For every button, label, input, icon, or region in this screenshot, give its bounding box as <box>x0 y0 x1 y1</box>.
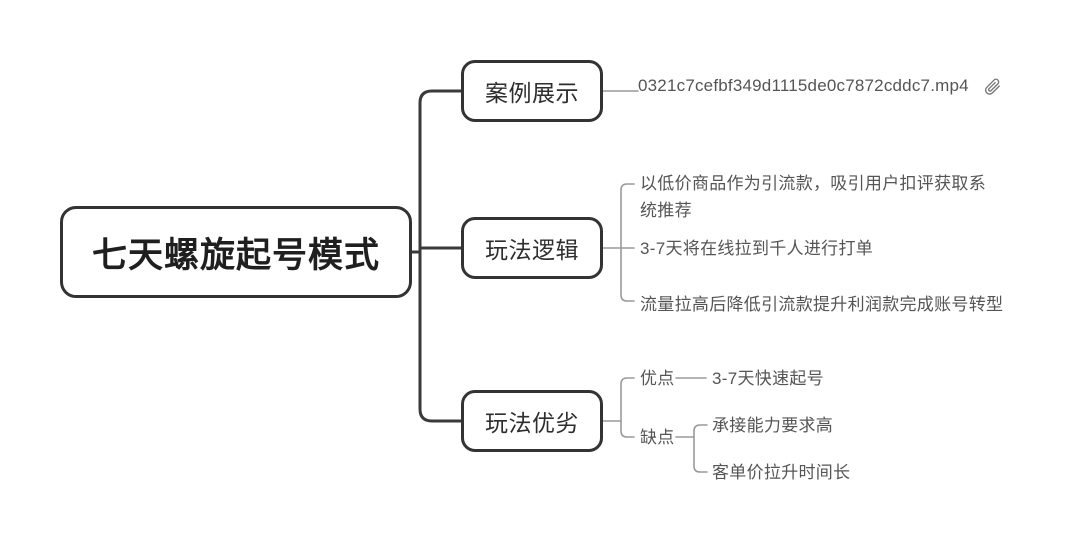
attachment-filename: 0321c7cefbf349d1115de0c7872cddc7.mp4 <box>638 76 969 95</box>
connector-trunk-to-branch-2 <box>418 250 463 423</box>
branch-node-label: 玩法逻辑 <box>485 237 579 263</box>
connector-cons-bracket <box>693 424 708 473</box>
leaf-item[interactable]: 流量拉高后降低引流款提升利润款完成账号转型 <box>640 295 1004 314</box>
connector-trunk-to-branch-0 <box>418 89 463 254</box>
branch-node-label: 案例展示 <box>485 80 579 106</box>
branch-node-pros-cons[interactable]: 玩法优劣 <box>461 390 603 452</box>
branch-node-label: 玩法优劣 <box>485 410 579 436</box>
leaf-item[interactable]: 3-7天快速起号 <box>712 369 824 388</box>
leaf-item[interactable]: 以低价商品作为引流款，吸引用户扣评获取系统推荐 <box>640 174 986 220</box>
root-node[interactable]: 七天螺旋起号模式 <box>60 206 412 298</box>
leaf-item[interactable]: 承接能力要求高 <box>712 416 834 435</box>
attachment-row[interactable]: 0321c7cefbf349d1115de0c7872cddc7.mp4 <box>638 76 1003 96</box>
connector-branch-1-bracket <box>620 183 635 302</box>
root-node-label: 七天螺旋起号模式 <box>91 235 380 275</box>
sub-group-label-cons[interactable]: 缺点 <box>640 428 675 447</box>
sub-group-label-pros[interactable]: 优点 <box>640 369 675 388</box>
connector-branch-2-bracket <box>620 377 635 438</box>
paperclip-icon[interactable] <box>983 76 1003 96</box>
leaf-item[interactable]: 3-7天将在线拉到千人进行打单 <box>640 239 874 258</box>
leaf-item[interactable]: 客单价拉升时间长 <box>712 463 851 482</box>
branch-node-case-display[interactable]: 案例展示 <box>461 60 603 122</box>
branch-node-gameplay-logic[interactable]: 玩法逻辑 <box>461 217 603 279</box>
